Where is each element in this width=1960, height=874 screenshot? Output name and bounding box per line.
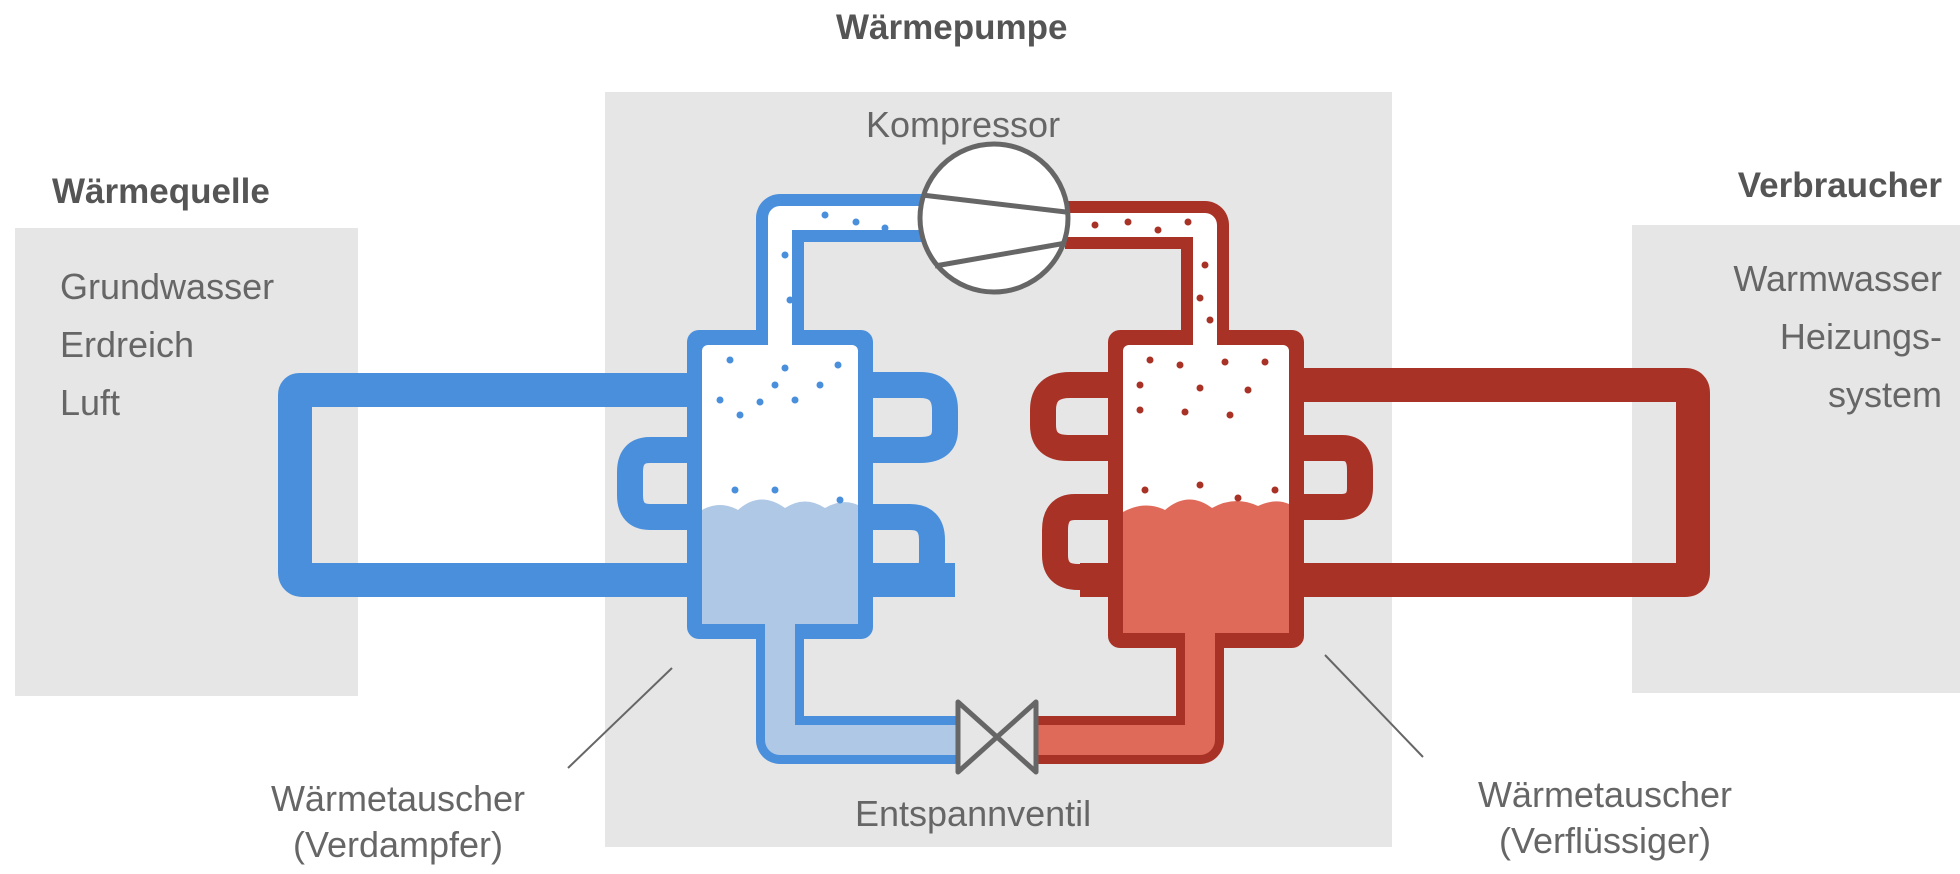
- hot-discharge-pipe: [1065, 201, 1229, 345]
- consumer-heading: Verbraucher: [1737, 166, 1942, 205]
- cold-liquid-pipe: [756, 618, 965, 764]
- source-item-air: Luft: [60, 382, 121, 423]
- hot-liquid-pipe: [1035, 627, 1224, 764]
- condenser-vessel: [1108, 330, 1304, 648]
- compressor-icon: [917, 141, 1071, 295]
- source-item-groundwater: Grundwasser: [60, 266, 275, 307]
- condenser-coil: [1030, 372, 1373, 590]
- consumer-item-system: system: [1827, 374, 1942, 415]
- source-heading: Wärmequelle: [52, 172, 270, 211]
- condenser-gas-particles: [1091, 218, 1279, 502]
- cold-suction-pipe: [756, 194, 930, 345]
- evaporator-gas-particles: [716, 211, 889, 504]
- valve-label: Entspannventil: [855, 793, 1092, 834]
- consumer-loop: [1080, 368, 1710, 597]
- evaporator-label-line1: Wärmetauscher: [270, 778, 526, 819]
- diagram-title: Wärmepumpe: [836, 8, 1068, 47]
- evaporator-vessel: [687, 330, 873, 639]
- consumer-item-heating: Heizungs-: [1779, 316, 1942, 357]
- evaporator-coil: [617, 372, 958, 593]
- evaporator-label-line2: (Verdampfer): [292, 824, 504, 865]
- source-item-soil: Erdreich: [60, 324, 195, 365]
- expansion-valve-icon: [955, 699, 1039, 775]
- condenser-label-line2: (Verflüssiger): [1498, 820, 1712, 861]
- compressor-label: Kompressor: [866, 104, 1061, 145]
- source-loop: [278, 373, 955, 597]
- condenser-label-line1: Wärmetauscher: [1477, 774, 1733, 815]
- condenser-leader-line: [1324, 654, 1424, 758]
- evaporator-leader-line: [567, 667, 673, 769]
- consumer-item-warm-water: Warmwasser: [1733, 258, 1942, 299]
